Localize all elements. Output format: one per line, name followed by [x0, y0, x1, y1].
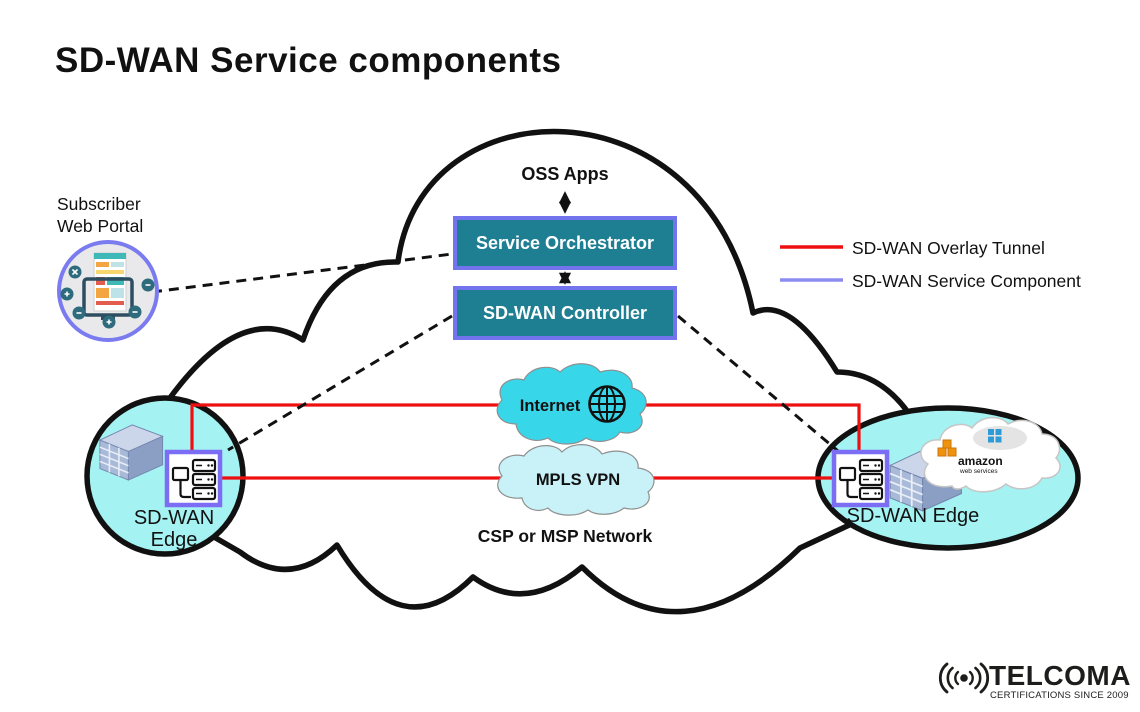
sdwan-controller-box	[453, 286, 677, 340]
edge-left-cpe	[164, 449, 223, 508]
internet-cloud: Internet	[496, 363, 647, 445]
subscriber-web-portal-icon	[57, 240, 159, 342]
service-orchestrator-label: Service Orchestrator	[476, 233, 654, 253]
aws-sub-text: web services	[959, 468, 998, 475]
sdwan-controller-label: SD-WAN Controller	[483, 303, 647, 323]
signal-icon	[938, 662, 990, 694]
link-controller-edge-right	[677, 314, 839, 453]
windows-logo-icon	[988, 429, 1002, 443]
mpls-vpn-label: MPLS VPN	[536, 471, 620, 489]
aws-cloud: amazon web services	[920, 416, 1061, 493]
telcoma-logo: TELCOMA CERTIFICATIONS SINCE 2009	[938, 660, 1131, 701]
logo-tagline: CERTIFICATIONS SINCE 2009	[990, 690, 1129, 701]
globe-icon	[588, 385, 626, 423]
service-orchestrator-box	[453, 216, 677, 270]
page-title: SD-WAN Service components	[55, 41, 562, 80]
oss-apps-label: OSS Apps	[521, 164, 608, 184]
edge-left-label-1: SD-WAN	[134, 507, 214, 529]
portal-label-1: Subscriber	[57, 194, 141, 214]
internet-label: Internet	[520, 397, 581, 415]
mpls-vpn-cloud: MPLS VPN	[497, 444, 655, 516]
logo-name: TELCOMA	[989, 660, 1131, 691]
aws-packages-icon	[937, 439, 957, 457]
aws-brand-text: amazon	[958, 454, 1003, 468]
csp-msp-network-label: CSP or MSP Network	[478, 526, 653, 546]
legend: SD-WAN Overlay Tunnel SD-WAN Service Com…	[780, 238, 1081, 291]
edge-right-cpe	[831, 449, 890, 508]
legend-component-label: SD-WAN Service Component	[852, 271, 1081, 291]
edge-right-label: SD-WAN Edge	[847, 505, 980, 527]
link-controller-edge-left	[227, 314, 453, 452]
portal-label-2: Web Portal	[57, 216, 143, 236]
legend-tunnel-label: SD-WAN Overlay Tunnel	[852, 238, 1045, 258]
edge-left-label-2: Edge	[151, 529, 198, 551]
